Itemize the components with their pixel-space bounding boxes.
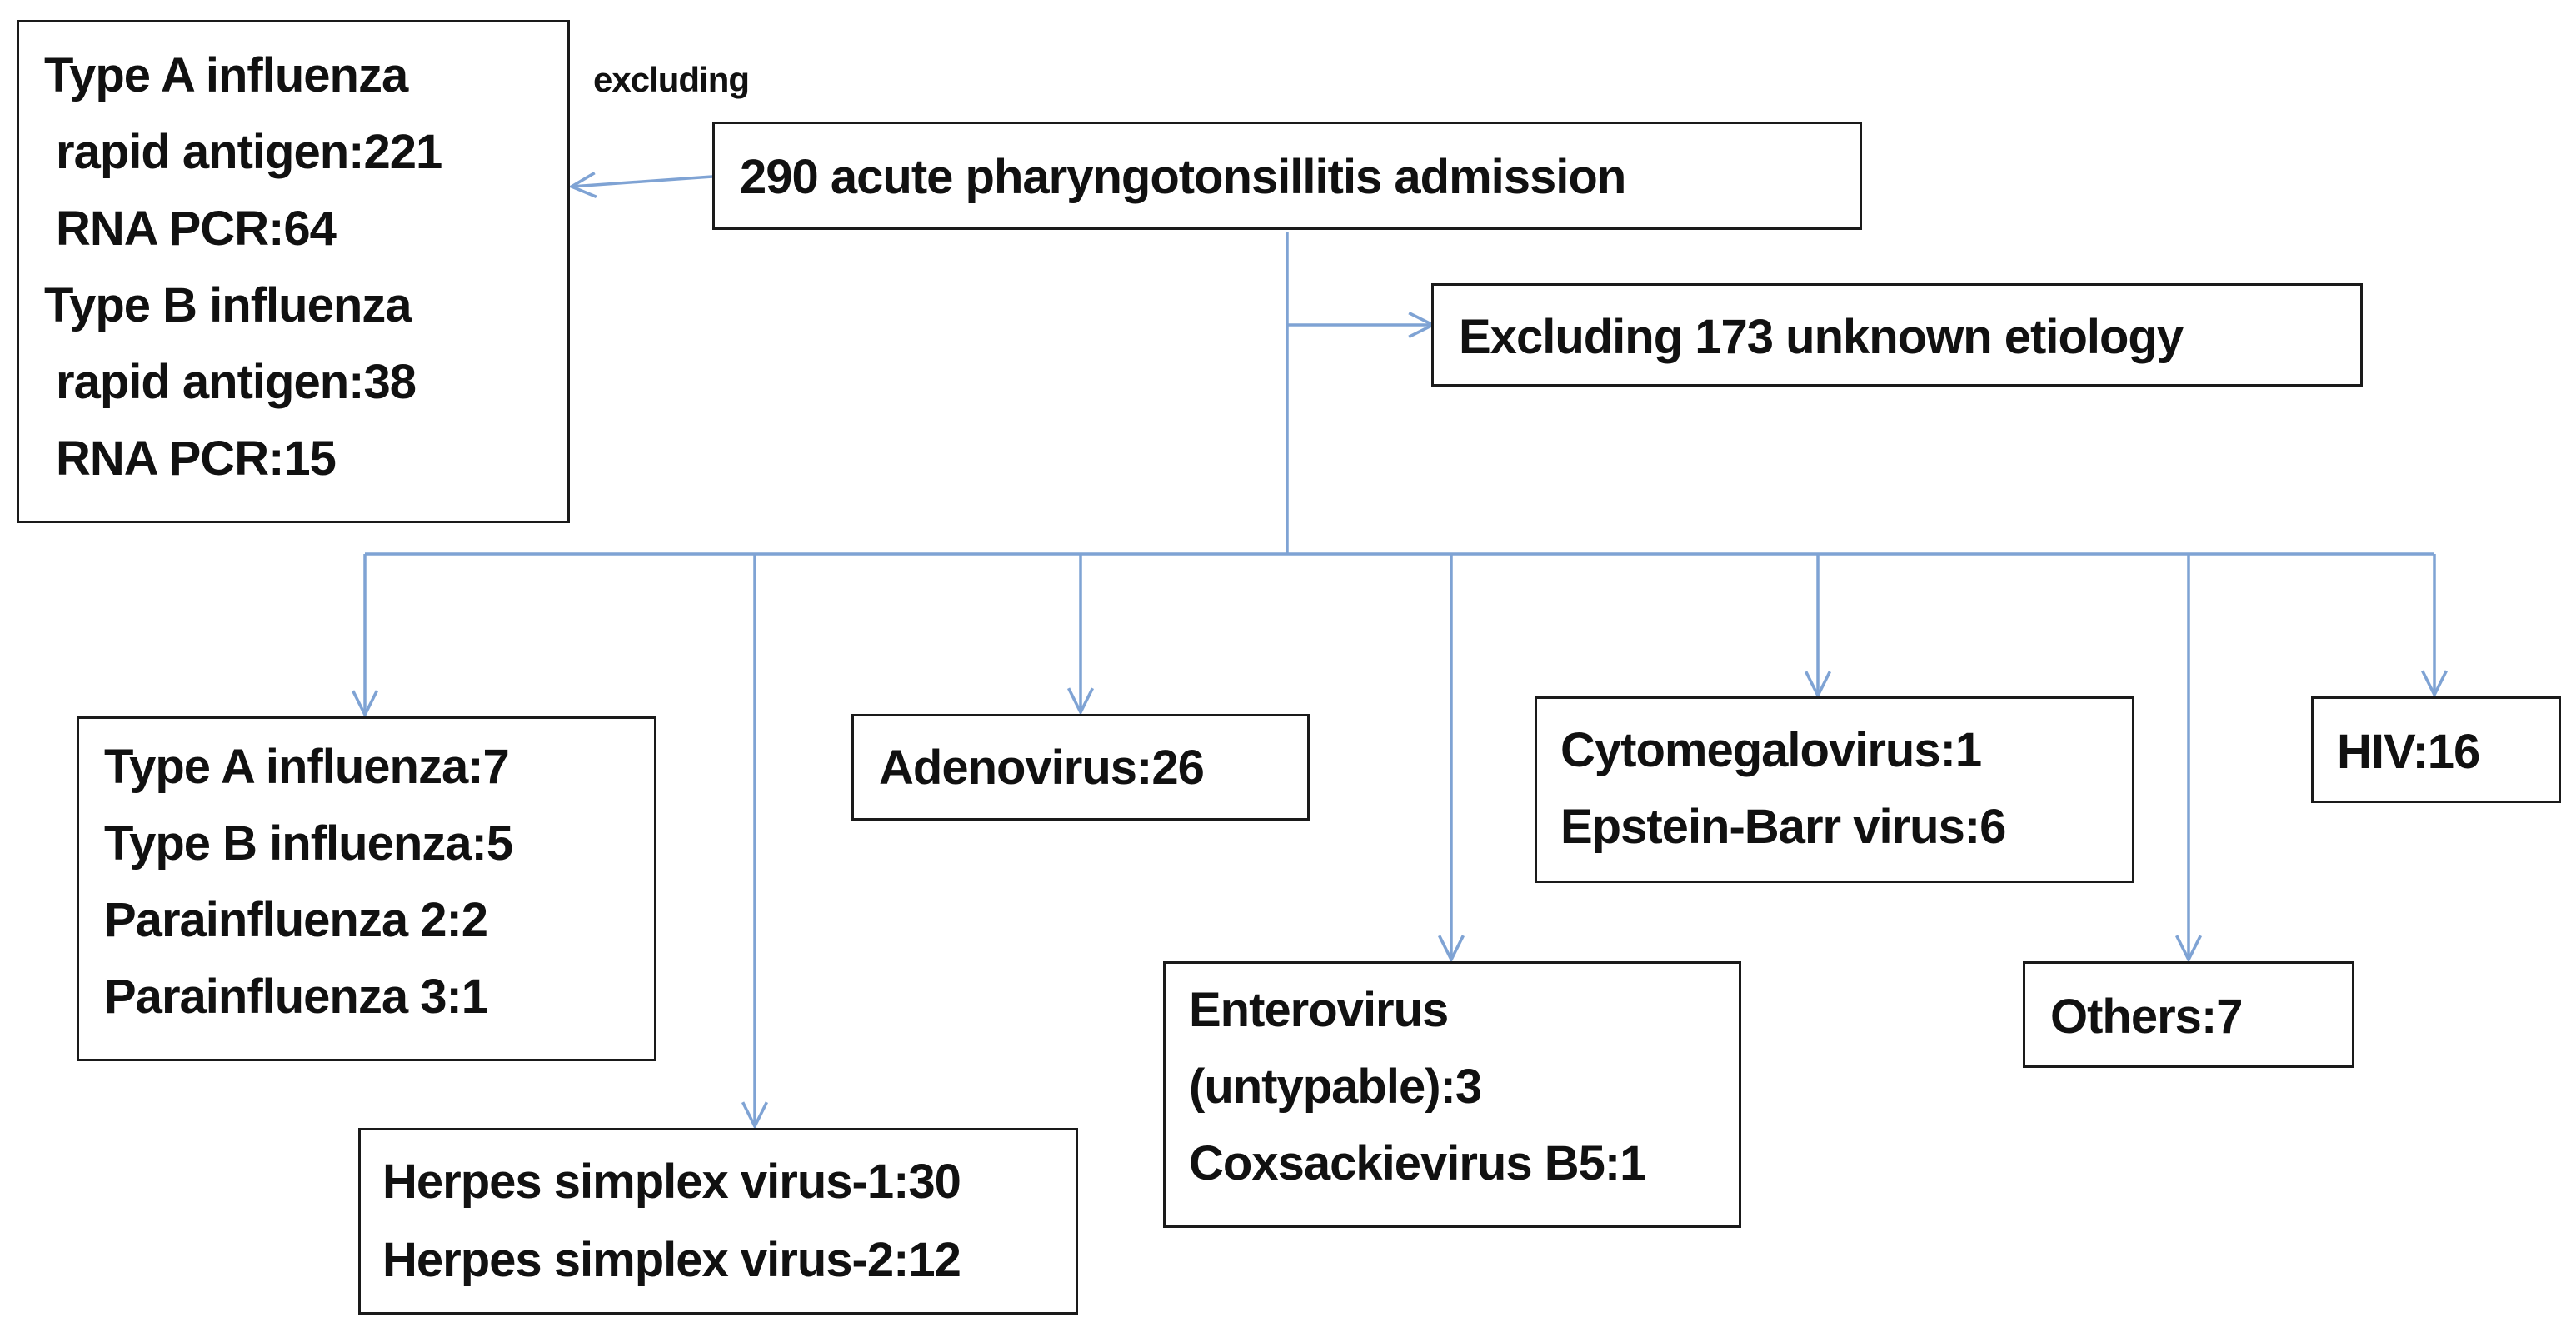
excluded-line-6: RNA PCR:15 (56, 432, 337, 486)
others-label: Others:7 (2050, 990, 2244, 1044)
respiratory-line-2: Type B influenza:5 (104, 816, 513, 871)
root-label: 290 acute pharyngotonsillitis admission (740, 150, 1626, 204)
unknown-etiology-label: Excluding 173 unknown etiology (1459, 310, 2184, 364)
respiratory-line-1: Type A influenza:7 (104, 740, 510, 794)
adenovirus-label: Adenovirus:26 (879, 741, 1205, 795)
others-box: Others:7 (2023, 961, 2354, 1068)
cmv-line: Cytomegalovirus:1 (1560, 723, 1982, 777)
hiv-label: HIV:16 (2337, 725, 2480, 779)
respiratory-line-3: Parainfluenza 2:2 (104, 893, 488, 947)
respiratory-viruses-box: Type A influenza:7 Type B influenza:5 Pa… (77, 716, 656, 1061)
enterovirus-line-1: Enterovirus (1189, 983, 1449, 1037)
root-box: 290 acute pharyngotonsillitis admission (712, 122, 1862, 230)
excluded-influenza-box: Type A influenza rapid antigen:221 RNA P… (17, 20, 570, 523)
excluded-line-4: Type B influenza (44, 278, 412, 332)
hiv-box: HIV:16 (2311, 696, 2561, 803)
enterovirus-line-3: Coxsackievirus B5:1 (1189, 1136, 1646, 1190)
excluded-line-2: rapid antigen:221 (56, 125, 442, 179)
excluded-line-3: RNA PCR:64 (56, 202, 337, 256)
excluded-line-5: rapid antigen:38 (56, 355, 417, 409)
respiratory-line-4: Parainfluenza 3:1 (104, 970, 488, 1024)
excluded-line-1: Type A influenza (44, 48, 408, 102)
arrow-root-to-excluded (572, 177, 713, 187)
herpes-simplex-box: Herpes simplex virus-1:30 Herpes simplex… (358, 1128, 1078, 1315)
herpes-line-2: Herpes simplex virus-2:12 (382, 1233, 961, 1287)
excluding-label: excluding (593, 60, 750, 99)
ebv-line: Epstein-Barr virus:6 (1560, 800, 2006, 854)
herpes-line-1: Herpes simplex virus-1:30 (382, 1155, 961, 1209)
enterovirus-box: Enterovirus (untypable):3 Coxsackievirus… (1163, 961, 1741, 1228)
unknown-etiology-box: Excluding 173 unknown etiology (1431, 283, 2363, 387)
cmv-ebv-box: Cytomegalovirus:1 Epstein-Barr virus:6 (1535, 696, 2134, 883)
enterovirus-line-2: (untypable):3 (1189, 1060, 1482, 1114)
adenovirus-box: Adenovirus:26 (851, 714, 1310, 821)
